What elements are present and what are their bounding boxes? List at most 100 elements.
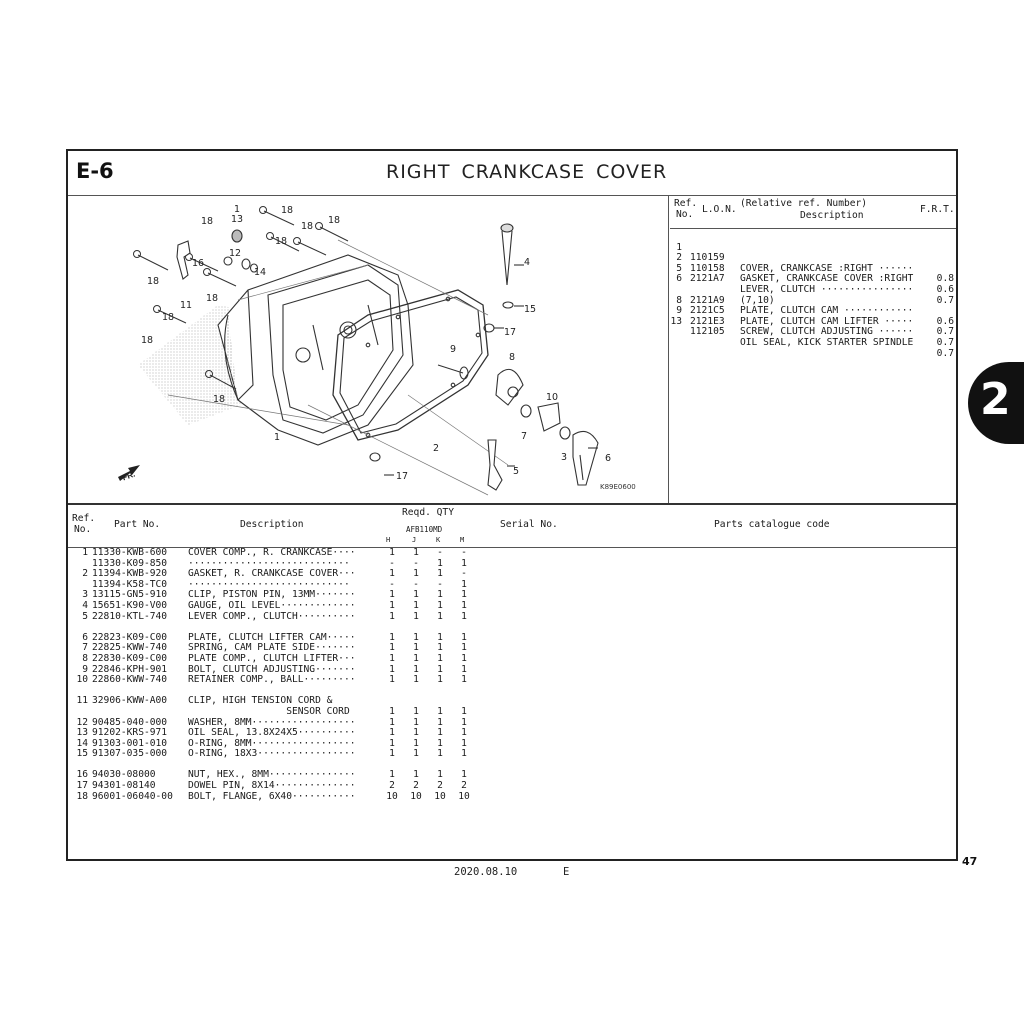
frt-table: Ref. No. L.O.N. (Relative ref. Number) D… [670,195,956,503]
qty-m: 1 [461,705,467,717]
frt-lon: 110158 [690,262,725,274]
frt-row: 2121A9 PLATE, CLUTCH CAM ············ 0.… [670,274,956,326]
edition-code: E [563,866,570,878]
description: ···························· [188,557,350,569]
callout-label: 14 [254,267,267,278]
qty-j: 1 [413,642,419,654]
qty-k: 1 [437,674,443,686]
callout-label: 13 [231,214,244,225]
description: SPRING, CAM PLATE SIDE······· [188,642,356,654]
callout-label: 4 [524,257,531,268]
qty-k: 1 [437,652,443,664]
callout-label: 10 [546,392,559,403]
part-no: 11330-K09-850 [92,557,168,569]
frt-desc: GASKET, CRANKCASE COVER :RIGHT [740,273,914,285]
parts-table-header: Ref. No. Part No. Description Reqd. QTY … [68,503,956,548]
frt-ref: 13 [670,315,682,327]
frt-desc: LEVER, CLUTCH ················ [740,283,914,295]
ref-no: 17 [76,780,88,792]
header-model: AFB110MD [406,525,443,534]
qty-j: 1 [413,610,419,622]
header-no: No. [74,524,92,535]
frt-row: 2 110158 GASKET, CRANKCASE COVER :RIGHT … [670,243,956,295]
description: OIL SEAL, 13.8X24X5·········· [188,727,356,739]
qty-m: 1 [461,769,467,781]
frt-value: 0.7 [936,294,954,306]
description: PLATE COMP., CLUTCH LIFTER··· [188,652,356,664]
part-no: 22860-KWW-740 [92,674,168,686]
header-variant-k: K [436,536,441,544]
ref-no: 4 [82,599,88,611]
description: NUT, HEX., 8MM··············· [188,769,356,781]
qty-k: 1 [437,589,443,601]
qty-m: 1 [461,578,467,590]
frt-lon: 2121C5 [690,305,725,317]
ref-no: 8 [82,652,88,664]
callout-label: 18 [213,394,226,405]
part-no: 15651-K90-V00 [92,599,168,611]
chapter-number: 2 [980,374,1011,425]
callout-label: 18 [281,205,294,216]
description: COVER COMP., R. CRANKCASE···· [188,547,356,558]
qty-h: 1 [389,652,395,664]
chapter-tab[interactable]: 2 [968,362,1024,444]
parts-page-frame: E-6 RIGHT CRANKCASE COVER [66,149,958,861]
frt-ref: 2 [676,252,682,264]
qty-h: 1 [389,642,395,654]
callout-label: 3 [561,452,568,463]
callout-label: 5 [513,466,520,477]
row-gap [68,685,956,696]
ref-no: 5 [82,610,88,622]
qty-k: 1 [437,769,443,781]
qty-j: 1 [413,716,419,728]
qty-j: 1 [413,663,419,675]
qty-h: 10 [386,790,398,802]
qty-k: 1 [437,642,443,654]
qty-m: 1 [461,599,467,611]
frt-value: 0.7 [936,336,954,348]
description: BOLT, FLANGE, 6X40··········· [188,790,356,802]
callout-label: 1 [234,204,241,215]
part-no: 91202-KRS-971 [92,727,168,739]
qty-h: 1 [389,716,395,728]
part-no: 11330-KWB-600 [92,547,168,558]
callout-label: 15 [524,304,537,315]
frt-row: 1 110159 COVER, CRANKCASE :RIGHT ······ … [670,232,956,284]
ref-no: 16 [76,769,88,781]
frt-header-no: No. [676,209,694,220]
qty-j: 1 [413,769,419,781]
qty-h: 1 [389,737,395,749]
ref-no: 11 [76,695,88,707]
qty-m: 1 [461,610,467,622]
callout-label: 18 [275,236,288,247]
qty-j: 1 [413,568,419,580]
qty-h: - [389,578,395,590]
qty-h: 1 [389,748,395,760]
qty-j: 1 [413,674,419,686]
header-variant-j: J [412,536,417,544]
callout-label: 2 [433,443,440,454]
frt-desc: PLATE, CLUTCH CAM ············ [740,305,914,317]
qty-k: 1 [437,716,443,728]
row-gap [68,759,956,770]
ref-no: 3 [82,589,88,601]
qty-h: 1 [389,769,395,781]
header-reqd-qty: Reqd. QTY [402,507,454,518]
header-description: Description [240,519,304,530]
callout-label: 18 [162,312,175,323]
frt-lon: 110159 [690,252,725,264]
qty-h: 1 [389,589,395,601]
qty-j: - [413,578,419,590]
exploded-diagram: FR. K89E0600 [68,195,669,503]
part-no: 91303-001-010 [92,737,168,749]
description: LEVER COMP., CLUTCH·········· [188,610,356,622]
qty-m: 1 [461,663,467,675]
callout-label: 1 [274,432,281,443]
